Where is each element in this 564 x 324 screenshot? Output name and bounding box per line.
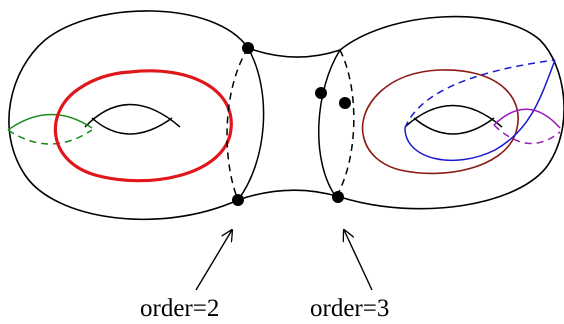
cone-point-bottom-right — [332, 191, 344, 203]
green-loop-front — [7, 113, 93, 131]
purple-loop-back — [493, 124, 561, 145]
right-handle-lower — [404, 104, 503, 128]
right-handle-upper — [413, 117, 495, 135]
cone-point-upper-right-a — [315, 87, 327, 99]
left-handle-upper — [91, 117, 173, 135]
arrow-order-3 — [344, 230, 373, 291]
dark-red-loop — [361, 69, 519, 175]
cone-point-bottom-left — [232, 194, 244, 206]
cone-point-upper-right-b — [339, 97, 351, 109]
label-order-2: order=2 — [140, 295, 219, 322]
neck-circle-left-front — [237, 47, 265, 201]
surface-outline — [8, 10, 564, 221]
label-order-3: order=3 — [310, 295, 389, 322]
neck-circle-left-back — [226, 47, 249, 201]
left-handle-lower — [84, 103, 181, 128]
cone-point-top-left — [242, 42, 254, 54]
purple-loop-front — [493, 108, 561, 129]
neck-circle-right-front — [317, 49, 341, 198]
neck-circle-right-back — [335, 49, 355, 198]
arrow-order-2 — [195, 230, 232, 291]
green-loop-back — [7, 129, 93, 145]
blue-curve-back — [404, 59, 556, 129]
red-loop — [53, 69, 233, 183]
blue-curve-front — [404, 59, 556, 162]
